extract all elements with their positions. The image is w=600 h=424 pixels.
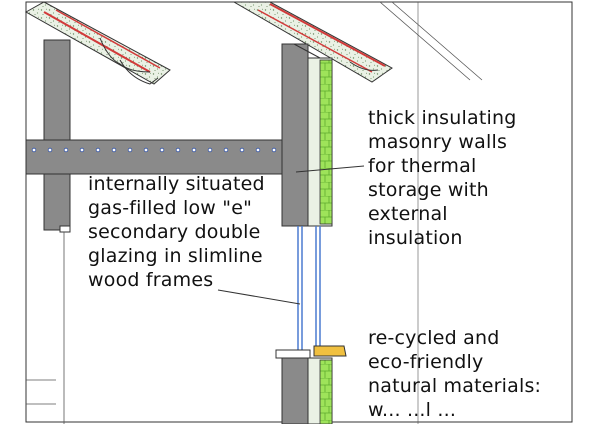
lower-masonry-wall [281,357,309,424]
annotation-line: secondary double [88,221,261,243]
annotation-line: insulation [368,227,463,249]
annotation-line: natural materials: [368,375,542,397]
materials-annotation: re-cycled and eco-friendly natural mater… [368,326,541,422]
left-masonry-column [43,39,71,231]
annotation-line: for thermal [368,155,477,177]
annotation-line: storage with [368,179,489,201]
walls-leader-line [295,165,365,173]
annotation-line: masonry walls [368,131,508,153]
left-roof [24,1,171,85]
annotation-line: wood frames [88,269,214,291]
glazing-leader-line [217,289,301,305]
walls-annotation: thick insulating masonry walls for therm… [368,106,516,250]
annotation-line: external [368,203,448,225]
glazing-annotation: internally situated gas-filled low "e" s… [88,172,265,292]
floor-beam [25,139,295,175]
right-roof [232,1,483,83]
upper-insulation-blocks [319,59,333,225]
annotation-line: gas-filled low "e" [88,197,253,219]
annotation-line: thick insulating [368,107,517,129]
annotation-line: re-cycled and [368,327,500,349]
annotation-line: internally situated [88,173,265,195]
lower-insulation-blocks [319,359,333,424]
secondary-glazing [297,226,321,350]
annotation-line: w... ...l ... [368,399,457,421]
annotation-line: eco-friendly [368,351,484,373]
upper-masonry-wall [281,43,309,227]
external-timber-sill [313,345,347,357]
annotation-line: glazing in slimline [88,245,263,267]
internal-sill [275,349,311,359]
